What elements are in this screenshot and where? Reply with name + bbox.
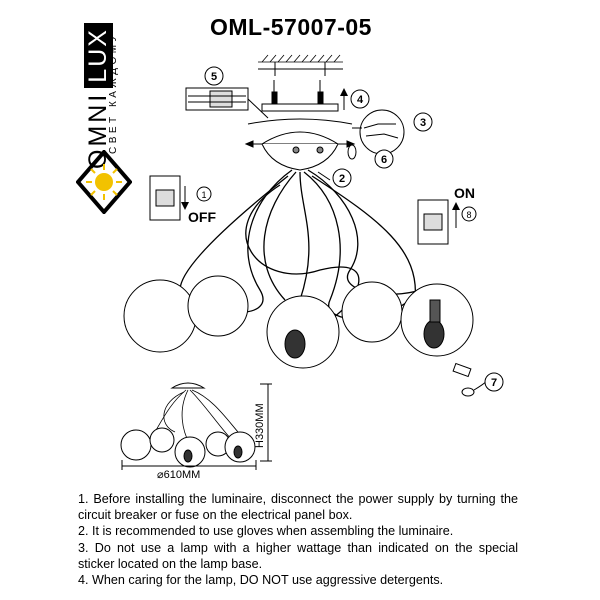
instruction-1: 1. Before installing the luminaire, disc… (78, 492, 518, 523)
step-3-wiring: 3 (352, 109, 433, 155)
instruction-2: 2. It is recommended to use gloves when … (78, 524, 454, 539)
step-6-screw: 6 (347, 144, 394, 169)
globe-1 (123, 279, 197, 353)
switch-on-label: ON (454, 185, 475, 201)
height-dimension: H330MM (254, 403, 266, 448)
step-8-label: 8 (466, 210, 471, 220)
ceiling (258, 54, 343, 76)
instruction-3: 3. Do not use a lamp with a higher watta… (78, 540, 518, 571)
step-2-label: 2 (339, 173, 345, 185)
step-2-fixing: 2 (317, 168, 352, 188)
step-7-bulb: 7 (452, 362, 504, 397)
switch-on: 8 ON (417, 185, 477, 245)
globe-3 (266, 295, 340, 369)
step-3-label: 3 (420, 117, 426, 129)
switch-off: 1 OFF (149, 175, 216, 225)
lamp-globes (123, 275, 474, 369)
step-5-connector: 5 (185, 66, 269, 119)
assembly-diagram: 5 4 3 6 (120, 54, 504, 481)
dimension-drawing: H330MM ⌀610MM (120, 382, 272, 481)
instructions: 1. Before installing the luminaire, disc… (78, 491, 518, 588)
switch-off-label: OFF (188, 209, 216, 225)
step-6-label: 6 (381, 154, 387, 166)
globe-2 (187, 275, 249, 337)
step-4-indicator: 4 (340, 88, 370, 110)
step-5-label: 5 (211, 71, 217, 83)
canopy (244, 131, 356, 171)
step-1-label: 1 (201, 190, 206, 200)
step-7-label: 7 (491, 377, 497, 389)
instruction-4: 4. When caring for the lamp, DO NOT use … (78, 573, 444, 588)
brand-diamond-icon (76, 150, 132, 214)
step-4-label: 4 (357, 94, 364, 106)
mounting-plate (247, 80, 353, 125)
page-title: OML-57007-05 (210, 14, 372, 40)
globe-4 (341, 281, 403, 343)
diameter-dimension: ⌀610MM (157, 469, 200, 481)
